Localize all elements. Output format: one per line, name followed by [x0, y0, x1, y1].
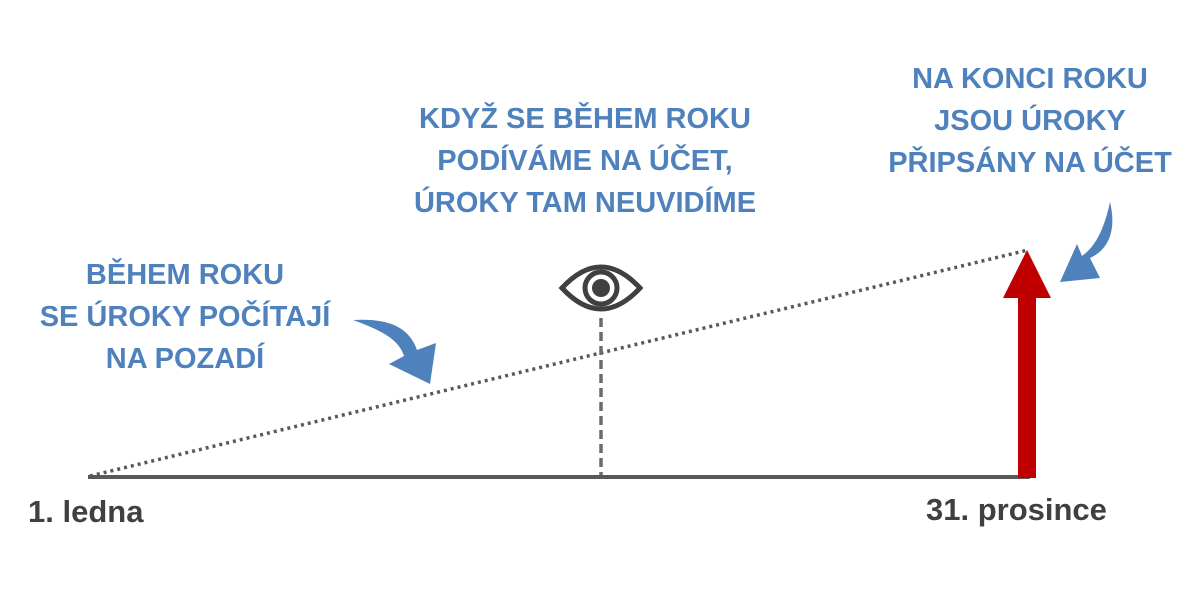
- curved-arrow-icon: [353, 319, 436, 384]
- caption-background-interest: BĚHEM ROKU SE ÚROKY POČÍTAJÍ NA POZADÍ: [20, 254, 350, 380]
- timeline-end-label: 31. prosince: [926, 492, 1107, 527]
- timeline-start-label: 1. ledna: [28, 494, 144, 529]
- caption-line: KDYŽ SE BĚHEM ROKU: [419, 103, 751, 135]
- caption-line: SE ÚROKY POČÍTAJÍ: [39, 301, 331, 333]
- caption-line: PŘIPSÁNY NA ÚČET: [888, 147, 1172, 179]
- caption-line: NA POZADÍ: [105, 343, 265, 375]
- curved-arrow-icon: [1060, 202, 1113, 282]
- caption-year-end-credit: NA KONCI ROKU JSOU ÚROKY PŘIPSÁNY NA ÚČE…: [870, 58, 1190, 184]
- caption-line: JSOU ÚROKY: [934, 105, 1126, 137]
- caption-line: NA KONCI ROKU: [912, 63, 1148, 95]
- caption-look-during-year: KDYŽ SE BĚHEM ROKU PODÍVÁME NA ÚČET, ÚRO…: [385, 98, 785, 224]
- up-arrow-icon: [1003, 250, 1051, 478]
- eye-icon: [558, 264, 644, 312]
- caption-line: ÚROKY TAM NEUVIDÍME: [413, 187, 757, 219]
- caption-line: BĚHEM ROKU: [85, 259, 285, 291]
- caption-line: PODÍVÁME NA ÚČET,: [437, 145, 733, 177]
